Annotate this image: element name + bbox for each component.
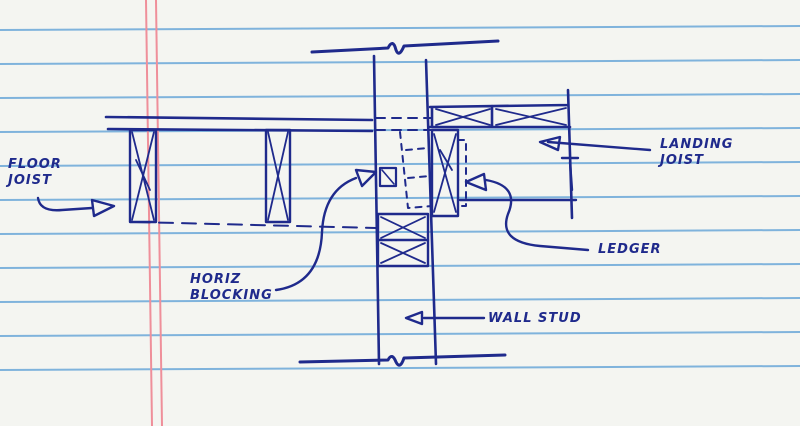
- wall-stud-arrowhead: [404, 310, 424, 326]
- wall-bottom-break-line: [298, 353, 507, 367]
- landing-joist-leader: [546, 140, 652, 152]
- rule-line: [0, 195, 800, 201]
- ledger-board: [430, 128, 460, 218]
- horiz-blocking-arrowhead: [354, 168, 378, 188]
- landing-joist: [428, 88, 574, 220]
- floor-joist-leader: [36, 196, 94, 212]
- wall-stud-label: WALL STUD: [488, 311, 582, 326]
- margin-line: [145, 0, 153, 426]
- rule-line: [0, 93, 800, 99]
- rule-line: [0, 365, 800, 371]
- margin-line: [155, 0, 163, 426]
- joist-bottom-dashed-line: [135, 221, 377, 229]
- blocking-cap: [378, 166, 398, 188]
- floor-joist-1: [128, 128, 158, 224]
- horiz-blocking-label: HORIZ BLOCKING: [190, 272, 273, 303]
- rule-line: [0, 161, 800, 167]
- floor-joist-label: FLOOR JOIST: [8, 157, 62, 188]
- rule-line: [0, 297, 800, 303]
- horizontal-blocking: [376, 212, 430, 268]
- ledger-label: LEDGER: [598, 242, 662, 257]
- ledger-dashed-outline: [399, 131, 467, 209]
- wall-stud-left-edge: [372, 54, 381, 366]
- floor-top-line: [104, 115, 374, 122]
- rule-line: [0, 25, 800, 31]
- rule-line: [0, 59, 800, 65]
- floor-joist-arrowhead: [90, 198, 116, 218]
- floor-joist-2: [264, 128, 292, 224]
- horiz-blocking-leader: [274, 176, 358, 292]
- landing-joist-label: LANDING JOIST: [660, 137, 734, 168]
- landing-dimension-tick: [560, 156, 580, 192]
- ledger-arrowhead: [464, 172, 488, 192]
- ledger-leader: [484, 178, 590, 252]
- rule-line: [0, 331, 800, 337]
- landing-joist-arrowhead: [538, 135, 562, 152]
- wall-top-break-line: [310, 39, 500, 55]
- rule-line: [0, 229, 800, 235]
